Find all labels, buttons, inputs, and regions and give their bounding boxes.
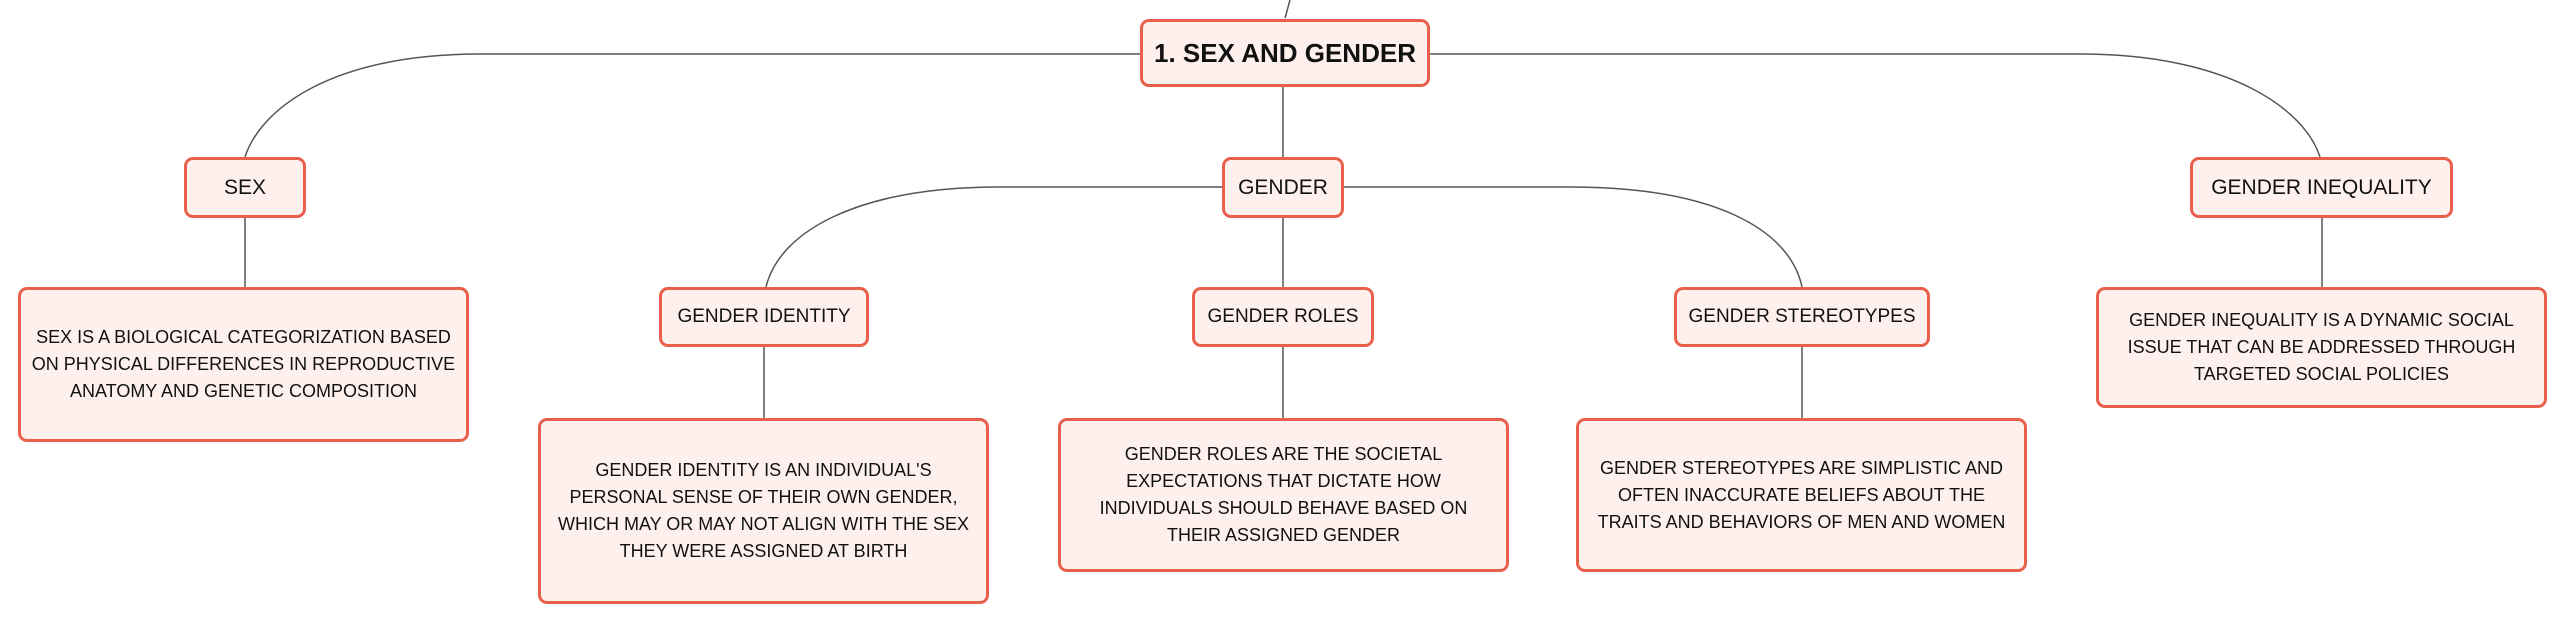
connector-parent-to-root <box>1284 0 1291 19</box>
gender-stereotypes-node[interactable]: GENDER STEREOTYPES <box>1674 287 1930 347</box>
sex-description-text: SEX IS A BIOLOGICAL CATEGORIZATION BASED… <box>31 327 456 401</box>
gender-stereotypes-description-text: GENDER STEREOTYPES ARE SIMPLISTIC AND OF… <box>1597 457 2006 532</box>
gender-roles-label: GENDER ROLES <box>1207 306 1359 327</box>
gender-stereotypes-description-node[interactable]: GENDER STEREOTYPES ARE SIMPLISTIC AND OF… <box>1576 418 2027 572</box>
gender-inequality-description-node[interactable]: GENDER INEQUALITY IS A DYNAMIC SOCIAL IS… <box>2096 287 2547 408</box>
sex-node[interactable]: SEX <box>184 157 306 218</box>
sex-label: SEX <box>223 175 267 199</box>
sex-description-node[interactable]: SEX IS A BIOLOGICAL CATEGORIZATION BASED… <box>18 287 469 442</box>
gender-roles-node[interactable]: GENDER ROLES <box>1192 287 1374 347</box>
gender-roles-description-text: GENDER ROLES ARE THE SOCIETAL EXPECTATIO… <box>1099 444 1468 545</box>
gender-inequality-description-text: GENDER INEQUALITY IS A DYNAMIC SOCIAL IS… <box>2127 310 2516 384</box>
gender-identity-node[interactable]: GENDER IDENTITY <box>659 287 869 347</box>
connector-root-to-inequality <box>1428 53 2321 158</box>
gender-identity-description-text: GENDER IDENTITY IS AN INDIVIDUAL'S PERSO… <box>557 460 970 561</box>
connector-gender-to-identity <box>765 186 1225 288</box>
gender-inequality-label: GENDER INEQUALITY <box>2211 175 2432 199</box>
root-topic-node[interactable]: 1. SEX AND GENDER <box>1140 19 1430 87</box>
connector-root-to-sex <box>244 53 1140 158</box>
gender-inequality-node[interactable]: GENDER INEQUALITY <box>2190 157 2453 218</box>
connector-gender-to-stereotypes <box>1342 186 1803 288</box>
root-topic-label: 1. SEX AND GENDER <box>1154 37 1416 68</box>
gender-identity-label: GENDER IDENTITY <box>677 306 851 327</box>
gender-node[interactable]: GENDER <box>1222 157 1344 218</box>
gender-stereotypes-label: GENDER STEREOTYPES <box>1688 306 1916 327</box>
gender-roles-description-node[interactable]: GENDER ROLES ARE THE SOCIETAL EXPECTATIO… <box>1058 418 1509 572</box>
gender-label: GENDER <box>1238 175 1328 199</box>
gender-identity-description-node[interactable]: GENDER IDENTITY IS AN INDIVIDUAL'S PERSO… <box>538 418 989 604</box>
